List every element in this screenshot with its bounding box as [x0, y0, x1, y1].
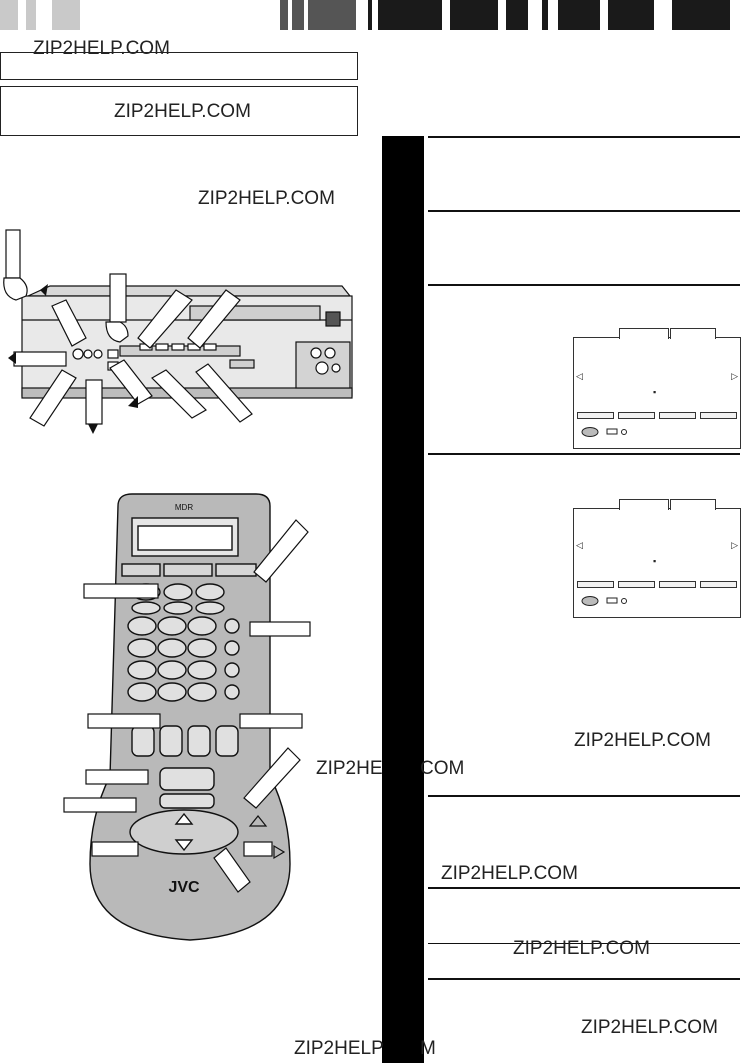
subtitle-box [0, 86, 358, 136]
triangle-arrow-icon [248, 815, 286, 860]
section-rule [428, 453, 740, 455]
strip-block [26, 0, 36, 30]
pointing-hand-icon [63, 519, 311, 893]
strip-block [378, 0, 442, 30]
right-arrow-icon: ▷ [731, 371, 738, 381]
strip-block [368, 0, 372, 30]
osd-button-row [577, 581, 737, 588]
strip-block [0, 0, 18, 30]
osd-button-row [577, 412, 737, 419]
section-rule [428, 978, 740, 980]
watermark: ZIP2HELP.COM [441, 863, 578, 884]
watermark: ZIP2HELP.COM [198, 188, 335, 209]
cursor-icon: ▪ [653, 387, 657, 397]
watermark: ZIP2HELP.COM [574, 730, 711, 751]
watermark: ZIP2HE [316, 758, 383, 779]
watermark: COM [420, 758, 465, 779]
section-band [382, 136, 424, 1063]
strip-block [280, 0, 288, 30]
strip-block [450, 0, 498, 30]
section-rule [428, 943, 740, 944]
osd-screen-1: ◁ ▷ ▪ [573, 328, 741, 449]
strip-block [52, 0, 80, 30]
osd-controls-icon [581, 596, 627, 606]
strip-block [292, 0, 304, 30]
header-strip [0, 0, 742, 30]
left-arrow-icon: ◁ [576, 540, 583, 550]
osd-tab [670, 499, 716, 510]
section-rule [428, 284, 740, 286]
osd-controls-icon [581, 427, 627, 437]
section-rule [428, 795, 740, 797]
remote-top-label: MDR [175, 503, 193, 512]
strip-block [672, 0, 730, 30]
watermark: ZIP2HELP.COM [581, 1017, 718, 1038]
section-rule [428, 136, 740, 138]
strip-block [608, 0, 654, 30]
osd-tab [670, 328, 716, 339]
right-arrow-icon: ▷ [731, 540, 738, 550]
watermark: ZIP2HELP.COM [513, 938, 650, 959]
watermark: ZIP2HELP.COM [114, 101, 251, 122]
strip-block [506, 0, 528, 30]
section-rule [428, 210, 740, 212]
title-box [0, 52, 358, 80]
remote-brand-logo: JVC [168, 879, 200, 896]
strip-block [542, 0, 548, 30]
triangle-arrow-icon [8, 284, 138, 434]
osd-tab [619, 499, 669, 510]
section-rule [428, 887, 740, 889]
watermark: M [420, 1038, 436, 1059]
osd-screen-2: ◁ ▷ ▪ [573, 499, 741, 618]
remote-illustration: MDR JVC [63, 493, 311, 941]
strip-block [308, 0, 356, 30]
deck-illustration [3, 229, 353, 434]
pointing-hand-icon [3, 229, 253, 427]
watermark: ZIP2HELP [294, 1038, 384, 1059]
osd-tab [619, 328, 669, 339]
cursor-icon: ▪ [653, 556, 657, 566]
watermark: ZIP2HELP.COM [33, 38, 170, 59]
left-arrow-icon: ◁ [576, 371, 583, 381]
strip-block [558, 0, 600, 30]
